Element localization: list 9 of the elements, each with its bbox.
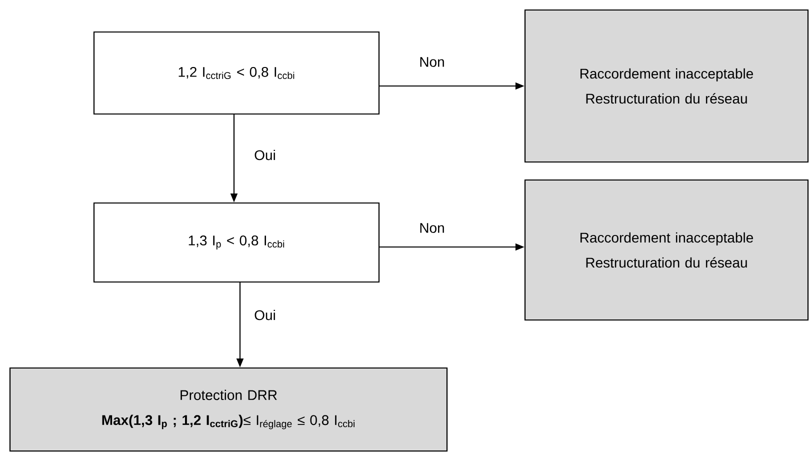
- result-box: Raccordement inacceptable Restructuration du réseau: [524, 9, 809, 163]
- edge-label: Non: [418, 222, 446, 234]
- edge-label: Oui: [253, 308, 277, 322]
- edge-label: Oui: [253, 148, 277, 162]
- edge-label: Non: [418, 56, 446, 68]
- result-box: Raccordement inacceptable Restructuration du réseau: [524, 179, 809, 321]
- decision-box: 1,2 I$_{cctriG}$ < 0,8 I$_{ccbi}$: [93, 31, 380, 115]
- decision-box: 1,3 I$_{p}$ < 0,8 I$_{ccbi}$: [93, 202, 380, 283]
- result-box: Protection DRR Max(1,3 I$_{p}$ ; 1,2 I$_{cctriG}$)≤ I$_{réglage}$ ≤ 0,8 I$_{ccbi}$: [9, 367, 448, 452]
